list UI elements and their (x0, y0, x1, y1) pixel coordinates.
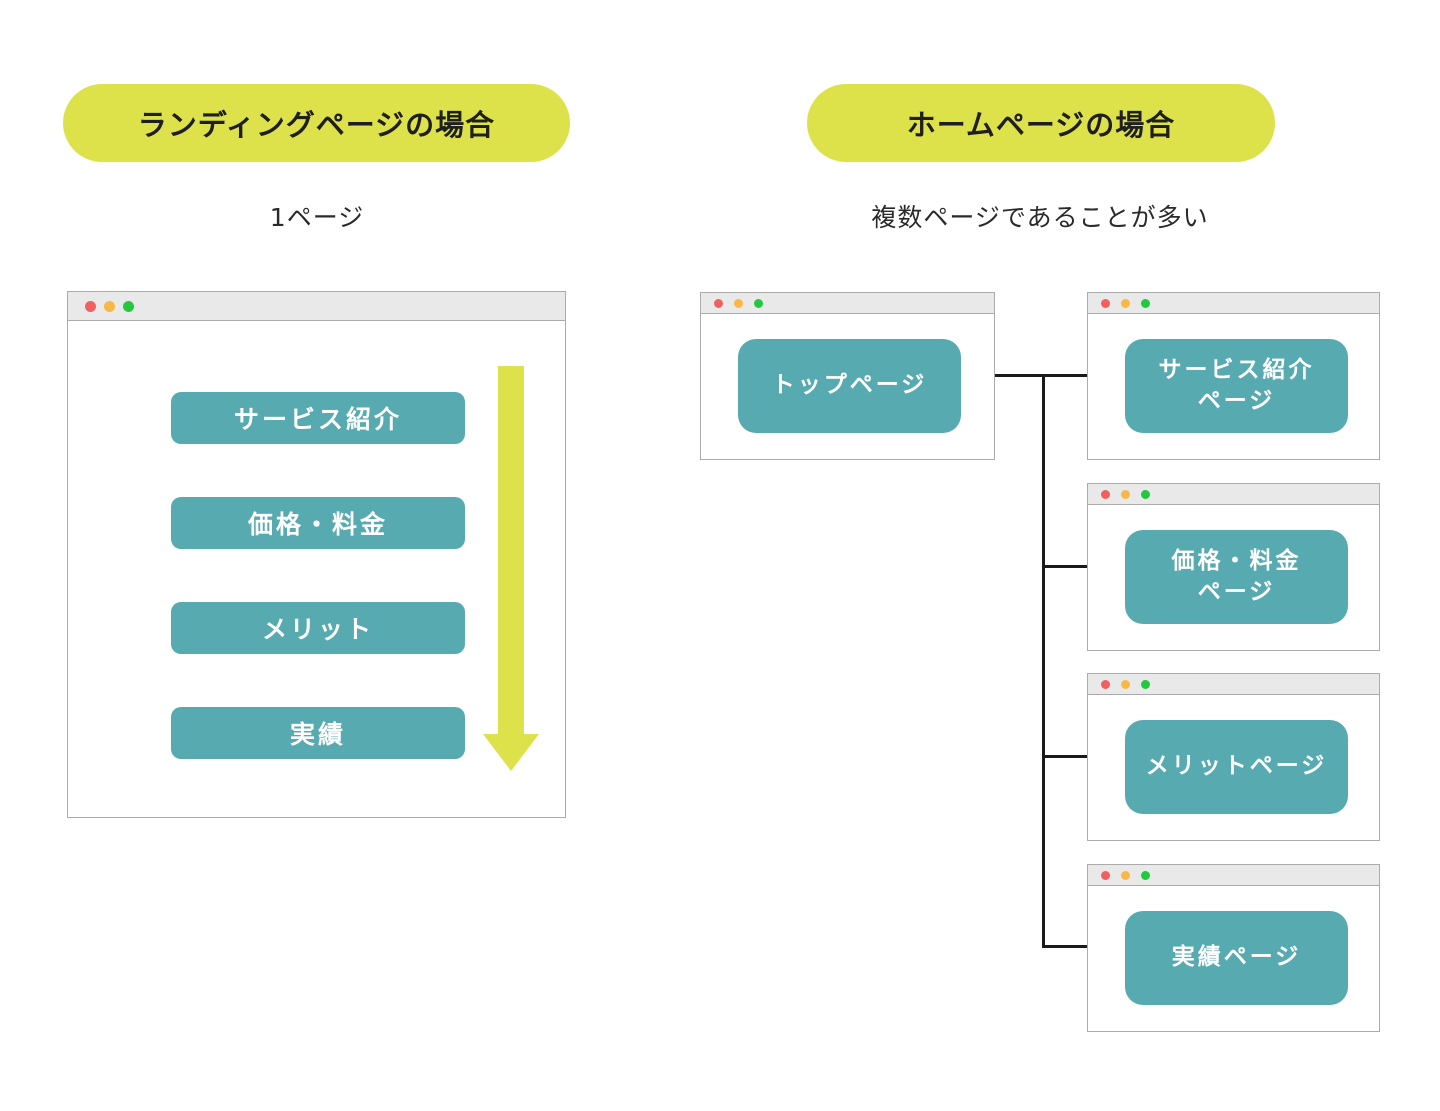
window-titlebar (1088, 674, 1379, 695)
traffic-light-red-icon (714, 298, 723, 308)
traffic-light-green-icon (1141, 489, 1150, 499)
section-block-pricing: 価格・料金 (171, 497, 465, 549)
homepage-subtitle: 複数ページであることが多い (871, 203, 1209, 232)
window-titlebar (1088, 865, 1379, 886)
traffic-light-green-icon (1141, 679, 1150, 689)
page-label-line1: 価格・料金 (1171, 547, 1302, 574)
landing-page-subtitle: 1ページ (269, 203, 365, 232)
section-block-service: サービス紹介 (171, 392, 465, 444)
connector-branch-pricing (1042, 565, 1087, 568)
pricing-page-browser-window: 価格・料金 ページ (1087, 483, 1380, 651)
pricing-page-block: 価格・料金 ページ (1125, 530, 1348, 624)
homepage-badge-label: ホームページの場合 (906, 108, 1176, 142)
landing-page-badge: ランディングページの場合 (63, 84, 570, 162)
window-titlebar (701, 293, 994, 314)
traffic-light-orange-icon (104, 300, 115, 312)
traffic-light-orange-icon (1121, 489, 1130, 499)
top-page-browser-window: トップページ (700, 292, 995, 460)
traffic-light-red-icon (85, 300, 96, 312)
connector-branch-merit (1042, 755, 1087, 758)
connector-trunk (1042, 374, 1045, 948)
merit-page-block: メリットページ (1125, 720, 1348, 814)
window-titlebar (1088, 293, 1379, 314)
traffic-light-red-icon (1101, 870, 1110, 880)
scroll-down-arrow-shaft (498, 366, 524, 734)
traffic-light-green-icon (754, 298, 763, 308)
section-block-merit: メリット (171, 602, 465, 654)
merit-page-browser-window: メリットページ (1087, 673, 1380, 841)
results-page-block: 実績ページ (1125, 911, 1348, 1005)
results-page-browser-window: 実績ページ (1087, 864, 1380, 1032)
traffic-light-green-icon (1141, 298, 1150, 308)
top-page-block: トップページ (738, 339, 961, 433)
page-label-line2: ページ (1197, 579, 1276, 605)
traffic-light-green-icon (1141, 870, 1150, 880)
window-titlebar (1088, 484, 1379, 505)
connector-top-to-service (995, 374, 1087, 377)
traffic-light-red-icon (1101, 298, 1110, 308)
scroll-down-arrow-head-icon (483, 734, 539, 771)
traffic-light-red-icon (1101, 489, 1110, 499)
service-page-block: サービス紹介 ページ (1125, 339, 1348, 433)
page-label-line1: サービス紹介 (1158, 356, 1315, 383)
traffic-light-orange-icon (734, 298, 743, 308)
page-label-line2: ページ (1197, 388, 1276, 414)
connector-branch-results (1042, 945, 1087, 948)
section-block-results: 実績 (171, 707, 465, 759)
landing-page-badge-label: ランディングページの場合 (137, 108, 496, 142)
traffic-light-orange-icon (1121, 298, 1130, 308)
landing-page-browser-window: サービス紹介 価格・料金 メリット 実績 (67, 291, 566, 818)
traffic-light-green-icon (123, 300, 134, 312)
page-label-line1: 実績ページ (1171, 944, 1302, 971)
traffic-light-orange-icon (1121, 870, 1130, 880)
homepage-badge: ホームページの場合 (807, 84, 1275, 162)
traffic-light-red-icon (1101, 679, 1110, 689)
traffic-light-orange-icon (1121, 679, 1130, 689)
service-page-browser-window: サービス紹介 ページ (1087, 292, 1380, 460)
page-label-line1: メリットページ (1145, 753, 1328, 780)
window-titlebar (68, 292, 565, 321)
